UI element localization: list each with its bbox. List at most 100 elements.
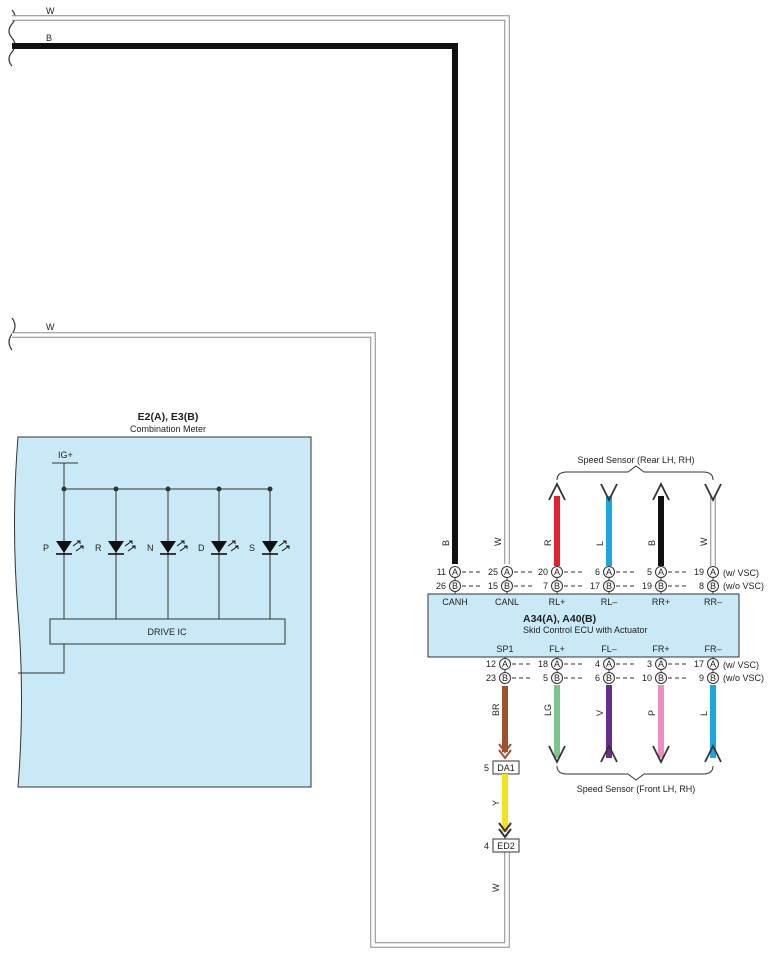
drive-ic-label: DRIVE IC bbox=[147, 627, 187, 637]
led-p: P bbox=[43, 486, 84, 619]
pin-number-b: 6 bbox=[595, 673, 600, 683]
speed-sensor-rear-bracket bbox=[556, 465, 714, 481]
pin-number-b: 23 bbox=[486, 673, 496, 683]
pin-number-a: 4 bbox=[595, 659, 600, 669]
sp1-path: BR DA1 5 Y ED2 4 W bbox=[484, 686, 520, 892]
wire-label-w-mid: W bbox=[46, 322, 55, 332]
wire-b-top bbox=[12, 43, 458, 564]
pin-name: RL+ bbox=[549, 597, 566, 607]
ecu-pin-0: 11 26 AB CANH bbox=[436, 566, 468, 607]
junction-ed2-pin: 4 bbox=[484, 841, 489, 851]
break-marks bbox=[8, 9, 16, 351]
front-sensor-wire-1: LG bbox=[543, 685, 566, 765]
pin-number-b: 9 bbox=[699, 673, 704, 683]
pin-name: CANH bbox=[442, 597, 468, 607]
connector-letter: B bbox=[710, 581, 716, 591]
pin-number-a: 12 bbox=[486, 659, 496, 669]
pin-number-a: 11 bbox=[437, 567, 446, 577]
led-label: P bbox=[43, 543, 49, 553]
pin-number-a: 3 bbox=[647, 659, 652, 669]
connector-letter: A bbox=[452, 567, 458, 577]
pin-number-b: 7 bbox=[543, 581, 548, 591]
connector-letter: A bbox=[606, 659, 612, 669]
skid-control-ecu: A34(A), A40(B) Skid Control ECU with Act… bbox=[427, 566, 764, 684]
pin-number-b: 8 bbox=[699, 581, 704, 591]
wire-label: V bbox=[595, 710, 605, 716]
speed-sensor-rear-label: Speed Sensor (Rear LH, RH) bbox=[577, 455, 694, 465]
connector-letter: B bbox=[658, 673, 664, 683]
pin-number-b: 17 bbox=[590, 581, 600, 591]
connector-letter: B bbox=[606, 673, 612, 683]
combination-meter: E2(A), E3(B) Combination Meter IG+ P R N D S… bbox=[14, 411, 312, 788]
led-label: N bbox=[147, 543, 154, 553]
connector-letter: B bbox=[606, 581, 612, 591]
note-b-bottom: (w/o VSC) bbox=[723, 673, 764, 683]
connector-letter: B bbox=[554, 673, 560, 683]
connector-letter: A bbox=[504, 567, 510, 577]
pin-name: RR– bbox=[704, 597, 722, 607]
wire-label-b-top: B bbox=[46, 33, 52, 43]
connector-letter: A bbox=[658, 659, 664, 669]
meter-title: E2(A), E3(B) bbox=[138, 411, 199, 423]
pin-name: SP1 bbox=[496, 644, 513, 654]
ecu-title: A34(A), A40(B) bbox=[523, 613, 596, 625]
led-label: S bbox=[249, 543, 255, 553]
pin-number-a: 5 bbox=[647, 567, 652, 577]
connector-letter: A bbox=[502, 659, 508, 669]
meter-body bbox=[14, 436, 312, 788]
pin-name: FR– bbox=[704, 644, 721, 654]
wire-label: R bbox=[543, 539, 553, 546]
led-d: D bbox=[198, 486, 239, 619]
note-b-top: (w/o VSC) bbox=[723, 581, 764, 591]
connector-letter: B bbox=[504, 581, 510, 591]
junction-ed2-name: ED2 bbox=[497, 841, 515, 851]
wire-label-br: BR bbox=[491, 703, 501, 716]
drive-ic bbox=[49, 618, 286, 645]
wire-label: W bbox=[493, 537, 503, 546]
connector-letter: B bbox=[452, 581, 458, 591]
wire-label: B bbox=[441, 540, 451, 546]
rear-sensor-wire-5: W bbox=[699, 483, 722, 566]
ig-label: IG+ bbox=[58, 450, 73, 460]
led-label: R bbox=[95, 543, 102, 553]
connector-letter: A bbox=[554, 659, 560, 669]
front-sensor-wire-3: P bbox=[647, 685, 670, 765]
led-label: D bbox=[198, 543, 205, 553]
ecu-body bbox=[427, 593, 740, 658]
meter-subtitle: Combination Meter bbox=[130, 424, 206, 434]
pin-number-b: 26 bbox=[436, 581, 446, 591]
connector-letter: A bbox=[554, 567, 560, 577]
connector-letter: B bbox=[710, 673, 716, 683]
note-a-top: (w/ VSC) bbox=[723, 568, 759, 578]
rear-sensor-wire-4: B bbox=[647, 481, 670, 566]
pin-number-b: 19 bbox=[642, 581, 652, 591]
front-sensor-wire-2: V bbox=[595, 685, 618, 763]
connector-letter: B bbox=[658, 581, 664, 591]
wire-label: LG bbox=[543, 704, 553, 716]
connector-letter: A bbox=[710, 567, 716, 577]
connector-letter: A bbox=[658, 567, 664, 577]
pin-name: FL+ bbox=[549, 644, 565, 654]
wire-w-top bbox=[12, 15, 510, 564]
pin-number-b: 15 bbox=[488, 581, 498, 591]
wire-label: B bbox=[647, 540, 657, 546]
wire-label: P bbox=[647, 710, 657, 716]
pin-number-a: 17 bbox=[694, 659, 704, 669]
connector-letter: B bbox=[554, 581, 560, 591]
connector-letter: A bbox=[606, 567, 612, 577]
rear-sensor-wire-2: R bbox=[543, 481, 566, 566]
junction-ed2 bbox=[492, 838, 520, 853]
pin-number-a: 18 bbox=[538, 659, 548, 669]
pin-number-b: 10 bbox=[642, 673, 652, 683]
